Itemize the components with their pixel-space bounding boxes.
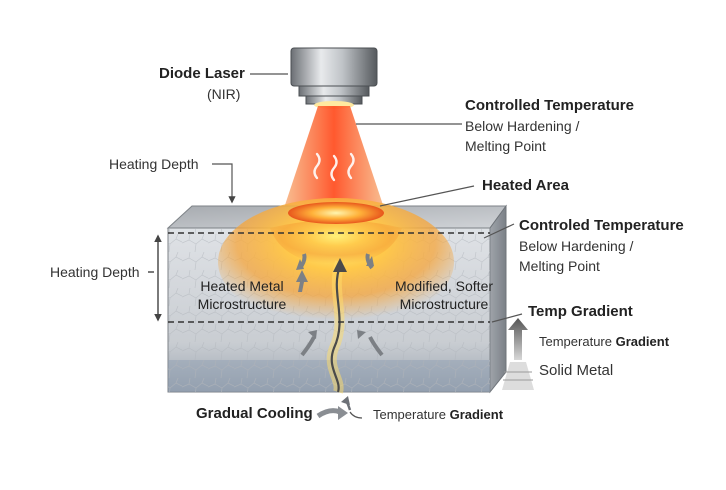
heated-metal-line2: Microstructure <box>197 296 287 312</box>
leader-lines <box>212 73 523 323</box>
laser-head-icon <box>290 47 378 109</box>
heating-depth-bracket <box>148 234 162 322</box>
controlled-temp-line2: Melting Point <box>465 138 546 154</box>
controlled-temp-line1: Below Hardening / <box>465 118 580 134</box>
controlled-temp-title: Controlled Temperature <box>465 97 634 114</box>
bottom-gradient-label: Temperature Gradient <box>373 405 503 425</box>
temp-gradient-sub-plain: Temperature <box>539 334 616 349</box>
heat-path <box>330 265 342 393</box>
heated-metal-line1: Heated Metal <box>200 278 284 294</box>
modified-line2: Microstructure <box>399 296 489 312</box>
heating-depth-side-label: Heating Depth <box>50 264 140 280</box>
heated-area-label: Heated Area <box>482 177 569 194</box>
controled-temp-line2: Melting Point <box>519 258 600 274</box>
heating-depth-top-label: Heating Depth <box>109 156 199 172</box>
cooling-arrow-icon <box>316 396 363 420</box>
temp-gradient-arrow-icon <box>502 318 534 390</box>
heated-area-spot <box>288 202 384 224</box>
bottom-gradient-bold: Gradient <box>449 407 504 422</box>
arrow-up-icon <box>296 253 384 357</box>
diode-laser-label: Diode Laser <box>159 65 245 82</box>
solid-metal-label: Solid Metal <box>539 362 614 379</box>
controled-temp-line1: Below Hardening / <box>519 238 634 254</box>
temp-gradient-title: Temp Gradient <box>528 303 633 320</box>
bottom-gradient-plain: Temperature <box>373 407 450 422</box>
temp-gradient-sub: Temperature Gradient <box>539 332 669 352</box>
temp-gradient-sub-bold: Gradient <box>615 334 670 349</box>
controled-temp-title: Controled Temperature <box>519 217 684 234</box>
modified-line1: Modified, Softer <box>394 278 494 294</box>
gradual-cooling-label: Gradual Cooling <box>196 405 313 422</box>
nir-label: (NIR) <box>207 86 241 102</box>
heat-wave-icon <box>313 152 355 182</box>
